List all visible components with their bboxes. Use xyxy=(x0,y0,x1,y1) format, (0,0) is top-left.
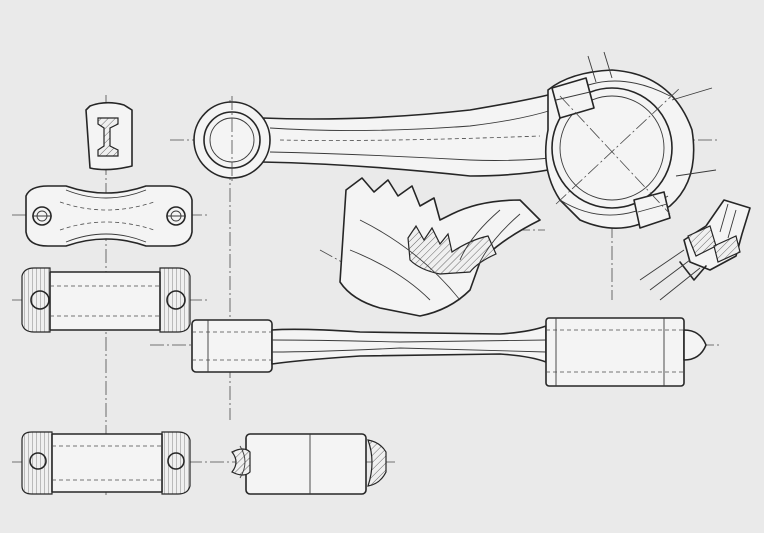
i-beam-cross-section xyxy=(85,101,133,171)
serrated-joint-detail xyxy=(339,177,541,317)
connecting-rod-front-view xyxy=(191,317,707,387)
cap-sectional-view xyxy=(21,431,191,495)
connecting-rod-side-view xyxy=(193,51,717,229)
big-end-cap-top-view xyxy=(25,185,193,247)
cap-bolt-detail xyxy=(639,199,751,301)
bearing-shell-view xyxy=(231,433,387,495)
big-end-cap-front-view xyxy=(21,267,191,333)
